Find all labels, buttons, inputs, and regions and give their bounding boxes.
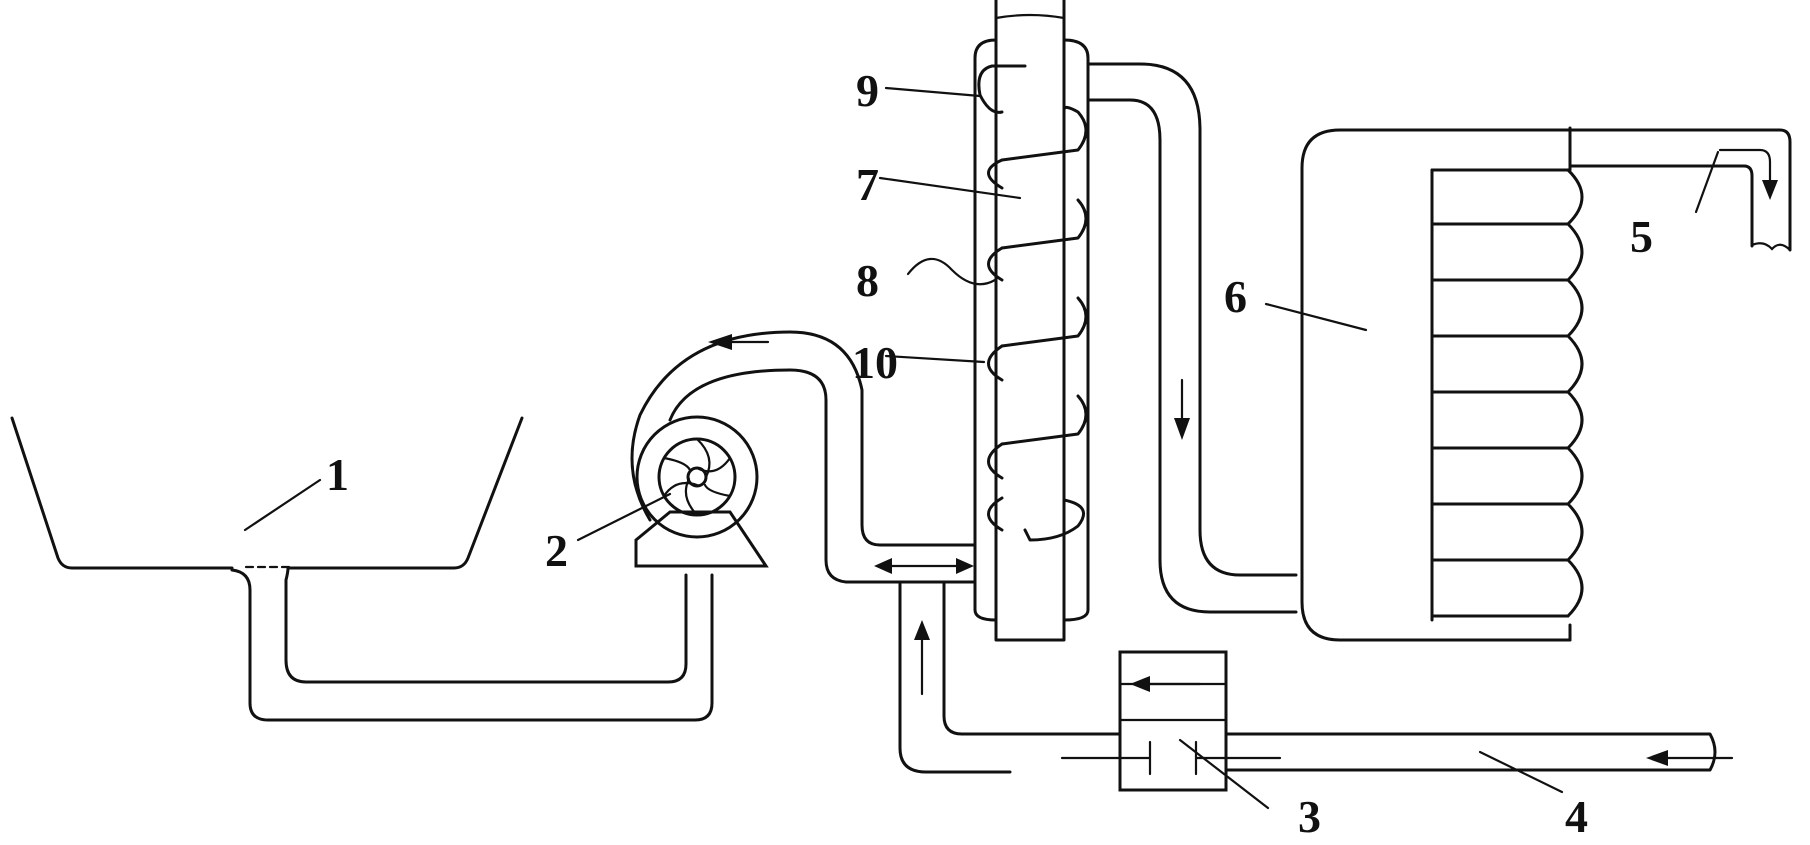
component-7-column	[973, 0, 1090, 642]
leader-lines	[243, 86, 1720, 810]
label-10: 10	[852, 337, 898, 388]
label-6: 6	[1224, 271, 1247, 322]
component-3-valve	[1060, 650, 1282, 792]
label-9: 9	[856, 65, 879, 116]
component-5-exhaust-pipe	[1568, 128, 1792, 252]
component-1-tank	[10, 416, 714, 722]
transfer-pipe	[1086, 62, 1298, 614]
component-4-inlet-pipe	[1224, 732, 1734, 772]
label-8: 8	[856, 255, 879, 306]
component-2-fan	[630, 330, 976, 584]
label-2: 2	[545, 525, 568, 576]
junction-double-arrow	[874, 558, 1122, 774]
label-1: 1	[326, 449, 349, 500]
label-7: 7	[856, 159, 879, 210]
label-3: 3	[1298, 791, 1321, 842]
label-4: 4	[1565, 791, 1588, 842]
component-6-condenser	[1300, 126, 1584, 642]
label-5: 5	[1630, 211, 1653, 262]
